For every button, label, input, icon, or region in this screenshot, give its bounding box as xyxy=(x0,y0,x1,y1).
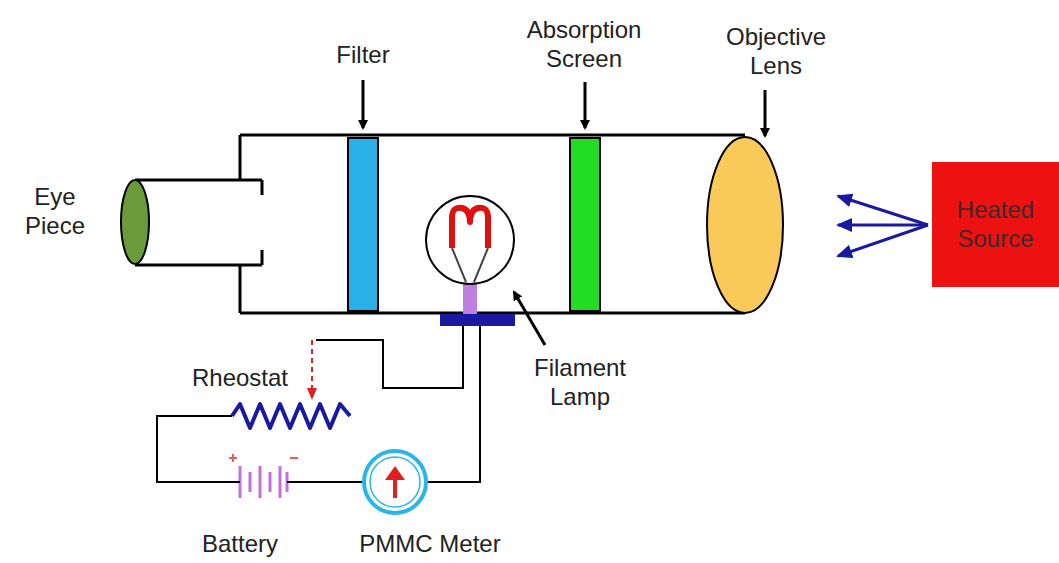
part-label: Filter xyxy=(308,41,418,70)
node-text: Heated Source xyxy=(938,196,1053,254)
filament-lamp xyxy=(426,196,515,326)
part-label: Eye Piece xyxy=(15,183,95,241)
rheostat-wiper xyxy=(311,340,313,398)
eye-piece-lens xyxy=(121,180,149,264)
part-label: Rheostat xyxy=(170,364,310,393)
polarity-marks xyxy=(229,454,298,462)
heated-source-box: Heated Source xyxy=(932,162,1059,287)
part-label: PMMC Meter xyxy=(345,530,515,559)
battery-lead xyxy=(287,481,293,483)
resistor-symbol xyxy=(232,404,350,428)
eye-piece-tube xyxy=(135,180,262,265)
circuit-wires xyxy=(157,326,480,482)
heat-rays xyxy=(838,196,928,256)
filter-plate xyxy=(348,138,378,311)
part-label: Absorption Screen xyxy=(514,16,654,74)
main-tube xyxy=(240,135,745,313)
objective-lens xyxy=(707,137,783,313)
part-label: Objective Lens xyxy=(714,23,839,81)
part-label: Battery xyxy=(180,530,300,559)
leader-arrows xyxy=(363,80,765,345)
pmmc-meter-symbol xyxy=(364,451,426,513)
battery-lead xyxy=(232,481,240,483)
absorption-screen xyxy=(570,138,600,311)
part-label: Filament Lamp xyxy=(523,354,638,412)
battery-symbol xyxy=(240,466,287,498)
